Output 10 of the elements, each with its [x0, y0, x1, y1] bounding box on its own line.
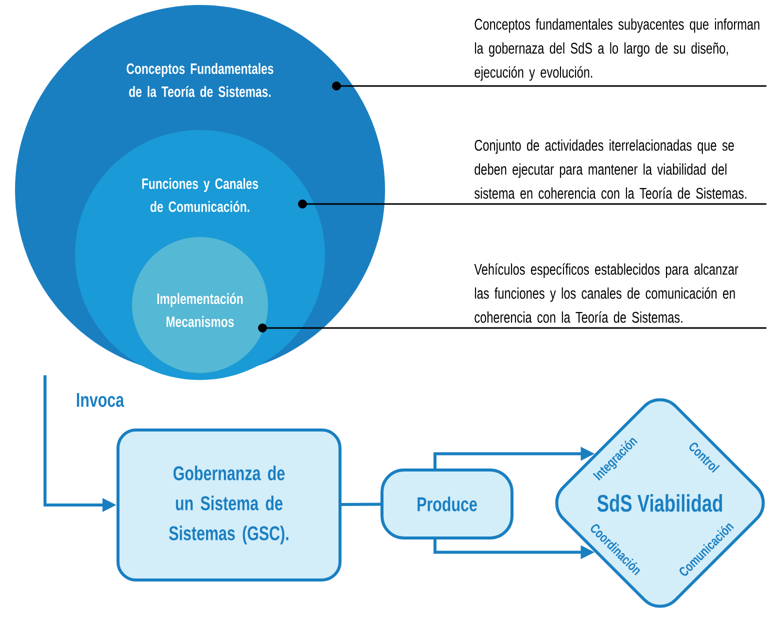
leader-line	[258, 324, 766, 332]
process-box: Gobernanza de un Sistema de Sistemas (GSC).	[116, 428, 342, 582]
leader-line	[332, 82, 766, 90]
edge-label: Invoca	[74, 392, 126, 408]
description-text: Conjunto de actividades iterrelacionadas que se deben ejecutar para mantener la viabilidad del sistema en coherencia con la Teoría de Sistemas.	[474, 139, 746, 199]
description-text: Vehículos específicos establecidos para alcanzar las funciones y los canales de comunicación en coherencia con la Teoría de Sistemas.	[474, 263, 738, 323]
description-text: Conceptos fundamentales subyacentes que informan la gobernaza del SdS a lo largo de su diseño, ejecución y evolución.	[474, 18, 760, 81]
process-box: Produce	[380, 468, 514, 540]
leader-line	[298, 200, 766, 208]
connector-line	[342, 502, 380, 506]
